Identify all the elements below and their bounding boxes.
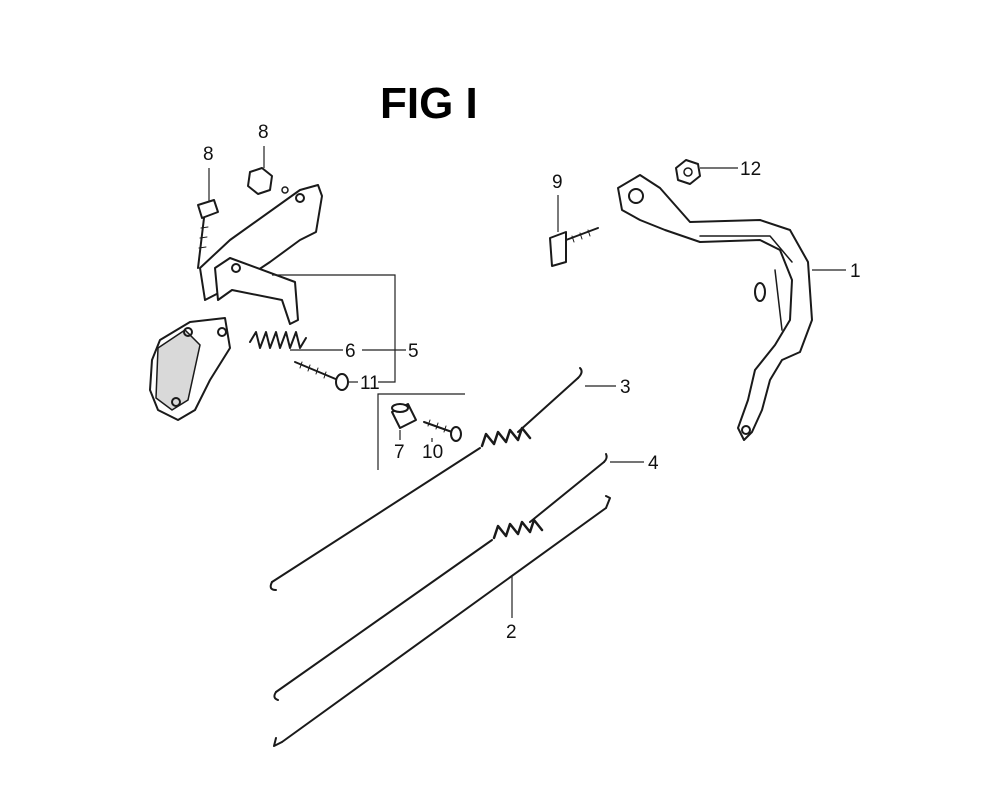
group-bracket-5 <box>272 274 396 383</box>
bolt-9 <box>549 227 599 267</box>
figure-title: FIG I <box>380 79 478 128</box>
rod-2 <box>273 495 611 747</box>
nut-12 <box>675 159 701 185</box>
throttle-spring-rod-4 <box>273 453 608 701</box>
callout-6: 6 <box>345 341 356 362</box>
spring-6 <box>249 331 307 349</box>
callout-8-left: 8 <box>203 144 214 165</box>
governor-lever <box>617 174 813 441</box>
callout-12: 12 <box>740 159 761 180</box>
callout-3: 3 <box>620 377 631 398</box>
callout-9: 9 <box>552 172 563 193</box>
callout-5: 5 <box>408 341 419 362</box>
screw-11 <box>294 361 349 391</box>
group-bracket-7-10 <box>377 393 465 470</box>
callout-10: 10 <box>422 442 443 463</box>
collar-7 <box>391 403 417 429</box>
callout-1: 1 <box>850 261 861 282</box>
control-bracket-assembly <box>149 167 349 421</box>
callout-7: 7 <box>394 442 405 463</box>
callout-11: 11 <box>360 373 380 394</box>
screw-10 <box>423 419 462 442</box>
callout-2: 2 <box>506 622 517 643</box>
callout-8-top: 8 <box>258 122 269 143</box>
governor-spring-rod-3 <box>269 367 583 591</box>
callout-4: 4 <box>648 453 659 474</box>
bolt-8-upper <box>247 167 289 195</box>
